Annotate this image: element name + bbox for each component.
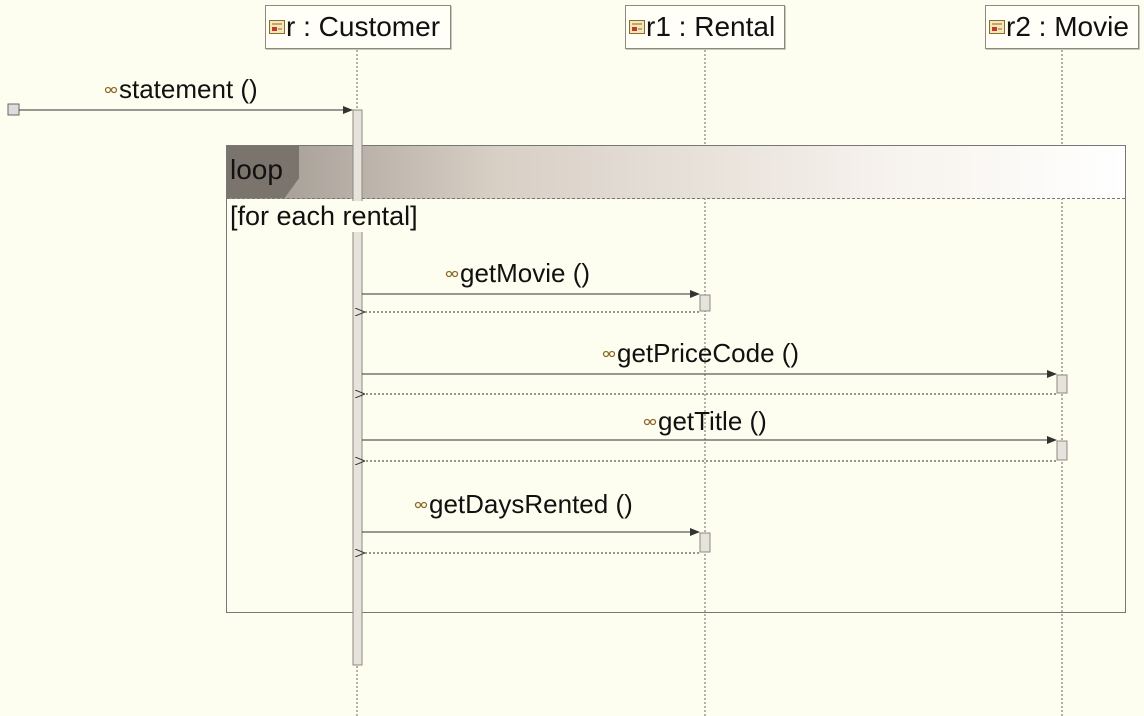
lifeline-customer-label: r : Customer <box>286 11 441 42</box>
loop-operator-tab <box>227 146 299 198</box>
message-getmovie-label[interactable]: getMovie () <box>445 258 590 289</box>
lifeline-customer-head[interactable]: r : Customer <box>265 5 451 49</box>
object-icon <box>989 20 1005 34</box>
operation-icon <box>643 418 657 425</box>
loop-operator-label: loop <box>230 154 283 185</box>
message-getdaysrented-text: getDaysRented () <box>429 489 633 519</box>
lifeline-rental-label: r1 : Rental <box>646 11 776 42</box>
activation-rental-1[interactable] <box>699 294 711 312</box>
operation-icon <box>414 501 428 508</box>
message-getmovie-text: getMovie () <box>460 258 591 288</box>
object-icon <box>269 20 285 34</box>
message-statement-text: statement () <box>119 74 258 104</box>
activation-customer[interactable] <box>352 109 363 666</box>
activation-movie-1[interactable] <box>1056 374 1068 394</box>
message-getpricecode-text: getPriceCode () <box>617 338 800 368</box>
message-statement-label[interactable]: statement () <box>104 74 258 105</box>
operation-icon <box>104 86 118 93</box>
lifeline-movie-head[interactable]: r2 : Movie <box>985 5 1139 49</box>
operation-icon <box>445 270 459 277</box>
lifeline-rental-head[interactable]: r1 : Rental <box>625 5 785 49</box>
loop-fragment[interactable]: loop <box>226 145 1126 613</box>
loop-fragment-header <box>227 146 1125 199</box>
found-message-source[interactable] <box>7 103 20 116</box>
object-icon <box>629 20 645 34</box>
message-getpricecode-label[interactable]: getPriceCode () <box>602 338 799 369</box>
message-getdaysrented-label[interactable]: getDaysRented () <box>414 489 633 520</box>
operation-icon <box>602 350 616 357</box>
loop-guard: [for each rental] <box>230 201 418 232</box>
message-gettitle-text: getTitle () <box>658 406 767 436</box>
lifeline-movie-label: r2 : Movie <box>1006 11 1129 42</box>
message-gettitle-label[interactable]: getTitle () <box>643 406 767 437</box>
activation-movie-2[interactable] <box>1056 440 1068 461</box>
activation-rental-2[interactable] <box>699 532 711 553</box>
